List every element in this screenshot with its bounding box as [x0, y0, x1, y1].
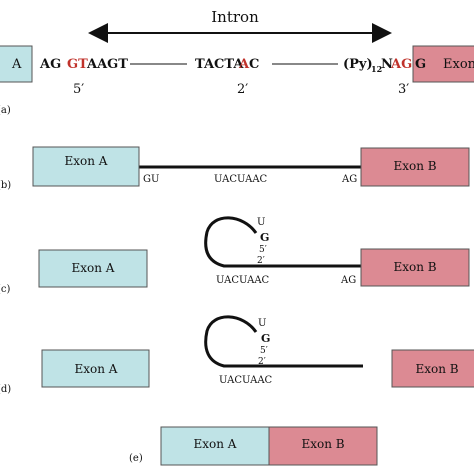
panel-e: Exon A Exon B (e)	[129, 426, 378, 466]
exon-b-label: Exon B	[393, 260, 436, 274]
exon-right-box	[412, 45, 474, 83]
panel-label-c: (c)	[0, 284, 11, 295]
five-prime-label: 5′	[73, 82, 84, 97]
ag-label: AG	[340, 275, 356, 286]
branch-tacta: TACTA	[195, 57, 244, 72]
two-prime-label: 2′	[237, 82, 248, 97]
panel-d: Exon A Exon B U G 5′ 2′ UACUAAC (d)	[0, 315, 474, 395]
lariat-loop	[204, 315, 363, 368]
gu-label: GU	[143, 174, 159, 185]
branch-point-a: A	[238, 57, 250, 72]
panel-label-b: (b)	[0, 180, 11, 191]
exon-b-label: Exon B	[301, 437, 344, 451]
panel-label-e: (e)	[129, 453, 143, 464]
exon-a-label: Exon A	[72, 261, 115, 275]
exon-a-label: Exon A	[194, 437, 237, 451]
five-prime-label: 5′	[260, 346, 268, 356]
g-label: G	[260, 231, 269, 244]
lariat-loop	[204, 216, 361, 268]
ag-left: AG	[39, 57, 61, 72]
donor-aagt: AAGT	[86, 57, 128, 72]
exon-a-label: Exon A	[65, 154, 108, 168]
five-prime-label: 5′	[259, 245, 267, 255]
intron-title: Intron	[211, 8, 259, 26]
n-nucleotide: N	[381, 57, 393, 72]
exon-right-label: Exon	[443, 57, 474, 72]
panel-c: Exon A Exon B U G 5′ 2′ UACUAAC AG (c)	[0, 216, 470, 295]
exon-a-box	[38, 249, 148, 288]
g-label: G	[261, 332, 270, 345]
two-prime-label: 2′	[257, 256, 265, 266]
three-prime-label: 3′	[398, 82, 409, 97]
branch-c: C	[249, 57, 259, 72]
exon-left-label: A	[11, 57, 22, 72]
exon-right-g: G	[415, 57, 426, 72]
branch-sequence: UACUAAC	[214, 174, 268, 185]
ag-label: AG	[341, 174, 357, 185]
exon-b-box	[360, 248, 470, 287]
panel-a: Intron A Exon AG GT AAGT TACTA A C (Py) …	[0, 8, 474, 116]
exon-b-box	[360, 147, 470, 187]
panel-label-d: (d)	[0, 384, 11, 395]
exon-a-label: Exon A	[75, 362, 118, 376]
donor-gt: GT	[67, 57, 88, 72]
panel-label-a: (a)	[0, 105, 11, 116]
exon-b-label: Exon B	[415, 362, 458, 376]
exon-a-box	[41, 349, 150, 388]
u-label: U	[258, 318, 266, 329]
exon-a-box	[32, 146, 140, 187]
py-label: (Py)	[343, 57, 373, 72]
exon-b-box	[268, 426, 378, 466]
exon-b-box	[391, 349, 474, 388]
py-subscript: 12	[371, 64, 382, 74]
branch-sequence: UACUAAC	[219, 375, 273, 386]
panel-b: Exon A Exon B GU UACUAAC AG (b)	[0, 146, 470, 191]
two-prime-label: 2′	[258, 357, 266, 367]
exon-b-label: Exon B	[393, 159, 436, 173]
branch-sequence: UACUAAC	[216, 275, 270, 286]
exon-left-box	[0, 45, 33, 83]
acceptor-ag: AG	[390, 57, 412, 72]
u-label: U	[257, 217, 265, 228]
